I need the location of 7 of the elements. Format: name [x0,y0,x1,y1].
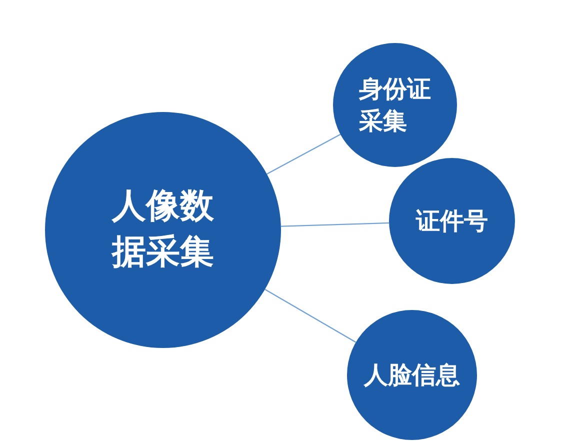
node-label: 人脸信息 [364,360,460,391]
node-label: 证件号 [416,206,488,237]
connector-line [280,222,390,227]
node-label: 身份证采集 [359,74,431,137]
connector-line [266,134,341,175]
node-label: 人像数据采集 [112,185,214,274]
connector-line [264,288,356,343]
